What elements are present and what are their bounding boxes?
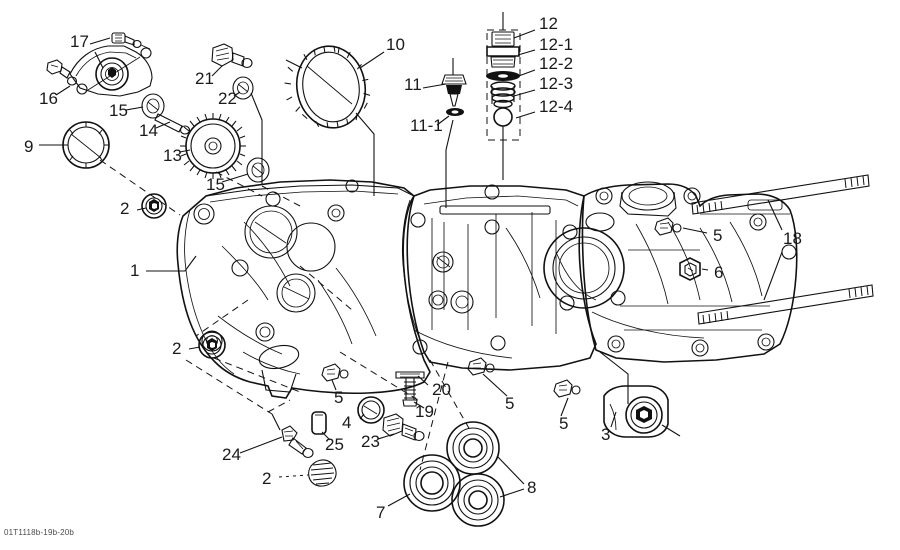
callout-2-b: 2	[172, 339, 182, 358]
callout-5-d: 5	[559, 414, 569, 433]
callout-2-c: 2	[262, 469, 272, 488]
callout-13: 13	[163, 146, 182, 165]
relief-valve-assembly-drawing	[486, 12, 521, 146]
callout-4: 4	[342, 413, 352, 432]
nut-hex-drawing	[679, 257, 701, 281]
callout-23: 23	[361, 432, 380, 451]
callout-15-b: 15	[206, 175, 225, 194]
oil-pump-assembly-drawing	[46, 32, 153, 97]
callout-21: 21	[195, 69, 214, 88]
oil-seal-washer-drawing	[357, 396, 385, 424]
callout-11: 11	[404, 75, 422, 94]
oil-pump-drive-gear-drawing	[180, 113, 246, 179]
callout-5-b: 5	[334, 388, 344, 407]
oil-strainer-bolt-drawing	[395, 371, 425, 407]
oil-jet-nozzle-drawing	[441, 58, 467, 107]
callout-7: 7	[376, 503, 386, 522]
needle-bearing-ring-drawing	[284, 45, 371, 129]
callout-18: 18	[783, 229, 802, 248]
callout-20: 20	[432, 380, 451, 399]
callout-12-3: 12-3	[539, 74, 574, 93]
callout-15-a: 15	[109, 101, 128, 120]
dowel-pin-2c-drawing	[308, 459, 337, 487]
washer-15b-drawing	[246, 157, 270, 183]
magnet-plate-drawing	[311, 411, 327, 435]
callout-5-a: 5	[713, 226, 723, 245]
callout-17: 17	[70, 32, 89, 51]
crankcase-left-half-drawing	[176, 179, 431, 399]
bolt-5b-drawing	[321, 363, 349, 382]
sealing-washer-22-drawing	[232, 76, 254, 100]
callout-22: 22	[218, 89, 237, 108]
callout-12-1: 12-1	[539, 35, 574, 54]
crankcase-stud-bolt-lower	[697, 284, 874, 325]
callout-24: 24	[222, 445, 241, 464]
breather-cover-sleeve-drawing	[603, 385, 669, 438]
dowel-pin-2a-drawing	[141, 193, 167, 219]
callout-1: 1	[130, 261, 140, 280]
bolt-16-drawing	[46, 59, 78, 86]
ball-bearing-7-drawing	[403, 454, 461, 512]
bolt-5d-drawing	[553, 379, 581, 398]
callout-8: 8	[527, 478, 537, 497]
neutral-switch-drawing	[382, 413, 425, 442]
dowel-pin-2b-drawing	[198, 331, 226, 359]
bolt-5c-drawing	[467, 357, 495, 376]
crankcase-stud-bolt-upper	[691, 174, 870, 215]
callout-5-c: 5	[505, 394, 515, 413]
callout-16: 16	[39, 89, 58, 108]
callout-2-a: 2	[120, 199, 130, 218]
callout-11-1: 11-1	[410, 116, 443, 135]
leader-lines	[39, 29, 783, 507]
callout-12: 12	[539, 14, 558, 33]
bolt-5a-drawing	[654, 217, 682, 236]
crankcase-centre-drawing	[406, 184, 597, 371]
washer-15a-drawing	[141, 93, 165, 119]
oil-pump-shaft-pin-drawing	[154, 113, 191, 135]
ball-bearing-8b-drawing	[451, 473, 505, 527]
callout-10: 10	[386, 35, 405, 54]
callout-14: 14	[139, 121, 158, 140]
callout-9: 9	[24, 137, 34, 156]
callout-12-4: 12-4	[539, 97, 574, 116]
callout-3: 3	[601, 425, 611, 444]
callout-6: 6	[714, 263, 724, 282]
bolt-17-drawing	[111, 32, 151, 50]
oil-pressure-switch-drawing	[211, 43, 253, 69]
ball-bearing-8a-drawing	[446, 421, 500, 475]
oil-jet-o-ring-drawing	[446, 108, 464, 116]
callout-19: 19	[415, 402, 434, 421]
clamp-bracket-drawing	[281, 425, 314, 459]
figure-code: 01T1118b-19b-20b	[4, 528, 75, 537]
callout-25: 25	[325, 435, 344, 454]
callout-12-2: 12-2	[539, 54, 574, 73]
